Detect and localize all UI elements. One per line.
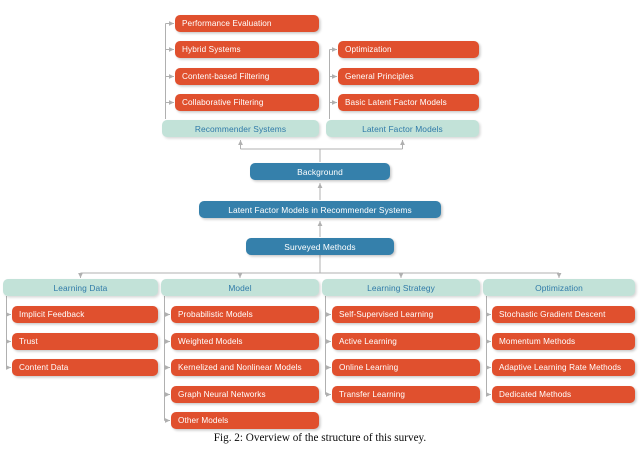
- leaf-hybrid-systems: Hybrid Systems: [175, 41, 319, 58]
- leaf-probabilistic-models: Probabilistic Models: [171, 306, 319, 323]
- node-latent-factor-models-in-recommender-systems: Latent Factor Models in Recommender Syst…: [199, 201, 441, 218]
- leaf-general-principles: General Principles: [338, 68, 479, 85]
- group-recommender-systems: Recommender Systems: [162, 120, 319, 137]
- leaf-online-learning: Online Learning: [332, 359, 480, 376]
- node-surveyed-methods: Surveyed Methods: [246, 238, 394, 255]
- node-background: Background: [250, 163, 390, 180]
- leaf-other-models: Other Models: [171, 412, 319, 429]
- group-learning-data: Learning Data: [3, 279, 158, 296]
- leaf-performance-evaluation: Performance Evaluation: [175, 15, 319, 32]
- leaf-momentum-methods: Momentum Methods: [492, 333, 635, 350]
- leaf-optimization: Optimization: [338, 41, 479, 58]
- leaf-implicit-feedback: Implicit Feedback: [12, 306, 158, 323]
- group-learning-strategy: Learning Strategy: [322, 279, 480, 296]
- leaf-dedicated-methods: Dedicated Methods: [492, 386, 635, 403]
- group-optimization: Optimization: [483, 279, 635, 296]
- leaf-collaborative-filtering: Collaborative Filtering: [175, 94, 319, 111]
- leaf-content-based-filtering: Content-based Filtering: [175, 68, 319, 85]
- leaf-adaptive-learning-rate-methods: Adaptive Learning Rate Methods: [492, 359, 635, 376]
- leaf-self-supervised-learning: Self-Supervised Learning: [332, 306, 480, 323]
- leaf-graph-neural-networks: Graph Neural Networks: [171, 386, 319, 403]
- leaf-content-data: Content Data: [12, 359, 158, 376]
- leaf-kernelized-and-nonlinear-models: Kernelized and Nonlinear Models: [171, 359, 319, 376]
- leaf-trust: Trust: [12, 333, 158, 350]
- leaf-basic-latent-factor-models: Basic Latent Factor Models: [338, 94, 479, 111]
- leaf-stochastic-gradient-descent: Stochastic Gradient Descent: [492, 306, 635, 323]
- leaf-weighted-models: Weighted Models: [171, 333, 319, 350]
- group-latent-factor-models: Latent Factor Models: [326, 120, 479, 137]
- leaf-active-learning: Active Learning: [332, 333, 480, 350]
- leaf-transfer-learning: Transfer Learning: [332, 386, 480, 403]
- figure-caption: Fig. 2: Overview of the structure of thi…: [213, 432, 427, 444]
- group-model: Model: [161, 279, 319, 296]
